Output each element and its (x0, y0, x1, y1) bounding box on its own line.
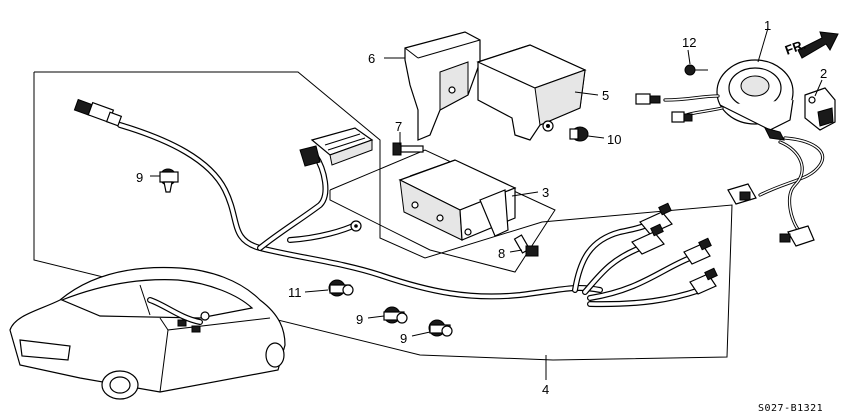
front-direction-arrow (797, 31, 839, 59)
callout-10: 10 (607, 132, 621, 147)
harness-connector-upper (299, 127, 374, 167)
callout-3: 3 (542, 185, 549, 200)
callout-6: 6 (368, 51, 375, 66)
ground-terminal (350, 220, 362, 232)
callout-1: 1 (764, 18, 771, 33)
part-10-bolt (569, 126, 589, 142)
part-2-sensor (804, 87, 836, 131)
callout-2: 2 (820, 66, 827, 81)
harness-group-outline (33, 71, 733, 361)
part-9-clip-upper (159, 168, 179, 193)
callout-8: 8 (498, 246, 505, 261)
part-9-clip-lower (428, 319, 453, 337)
callout-9-upper: 9 (136, 170, 143, 185)
callout-9-middle: 9 (356, 312, 363, 327)
part-6-cover (404, 31, 481, 141)
callout-7: 7 (395, 119, 402, 134)
main-harness (117, 122, 703, 308)
part-11-clip (328, 279, 354, 297)
part-7-bolt (392, 142, 424, 156)
part-1-cable-reel (635, 59, 825, 247)
part-5-cover (476, 44, 587, 141)
callout-12: 12 (682, 35, 696, 50)
front-direction-label: FR. (783, 37, 808, 58)
part-9-clip-middle (383, 306, 408, 324)
part-8-bolt (513, 234, 539, 257)
callout-5: 5 (602, 88, 609, 103)
part-3-control-unit (398, 159, 517, 241)
callout-9-lower: 9 (400, 331, 407, 346)
callout-11: 11 (288, 285, 302, 300)
harness-connector-left (73, 98, 123, 127)
diagram-code: S027-B1321 (758, 403, 823, 414)
car-silhouette (9, 266, 286, 400)
callout-4: 4 (542, 382, 549, 397)
control-unit-outline (329, 149, 556, 273)
leader-lines (150, 27, 823, 380)
harness-connectors-right (631, 202, 718, 295)
part-12-screw (684, 64, 708, 76)
